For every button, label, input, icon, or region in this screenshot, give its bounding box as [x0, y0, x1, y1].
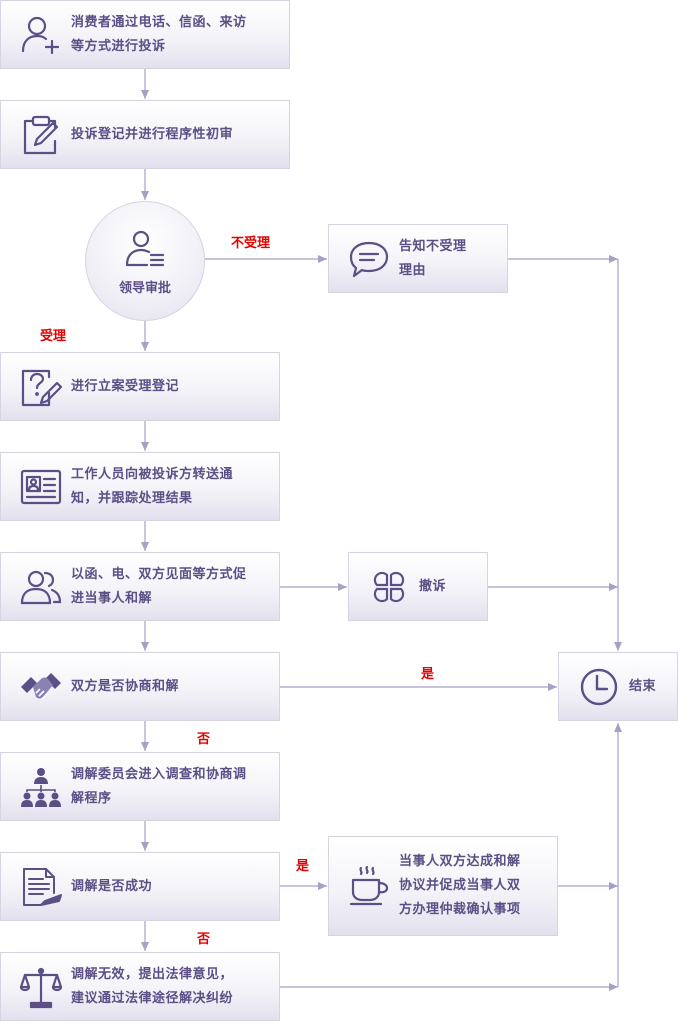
node-withdraw-line-1: 撤诉 — [419, 578, 447, 594]
user-list-icon — [123, 227, 167, 271]
node-success-line-1: 调解是否成功 — [71, 878, 153, 894]
org-chart-icon — [21, 767, 61, 807]
node-invalid-line-2: 建议通过法律途径解决纠纷 — [71, 990, 234, 1006]
node-reject-line-1: 告知不受理 — [399, 238, 467, 254]
scales-icon — [19, 965, 63, 1009]
node-agreement-line-1: 当事人双方达成和解 — [399, 854, 521, 869]
node-invalid: 调解无效，提出法律意见， 建议通过法律途径解决纠纷 — [0, 952, 280, 1021]
label-no-negotiate: 否 — [197, 732, 211, 747]
node-mediate-line-1: 以函、电、双方见面等方式促 — [71, 566, 247, 582]
node-register-line-1: 投诉登记并进行程序性初审 — [71, 126, 234, 142]
node-reject-line-2: 理由 — [399, 262, 427, 278]
node-negotiate: 双方是否协商和解 — [0, 652, 280, 721]
node-end-line-1: 结束 — [629, 678, 657, 694]
node-complaint: 消费者通过电话、信函、来访 等方式进行投诉 — [0, 0, 290, 69]
node-notify-line-1: 工作人员向被投诉方转送通 — [71, 466, 234, 482]
label-yes-success: 是 — [296, 859, 310, 874]
node-end: 结束 — [558, 652, 678, 721]
node-agreement-line-3: 方办理仲裁确认事项 — [399, 902, 521, 917]
document-pen-icon — [19, 865, 63, 909]
node-filing: 进行立案受理登记 — [0, 352, 280, 421]
user-add-icon — [19, 13, 63, 57]
id-card-icon — [19, 465, 63, 509]
coffee-cup-icon — [347, 864, 391, 908]
node-negotiate-line-1: 双方是否协商和解 — [71, 678, 180, 694]
label-yes-negotiate: 是 — [421, 667, 435, 682]
node-filing-line-1: 进行立案受理登记 — [71, 378, 180, 394]
node-success-check: 调解是否成功 — [0, 852, 280, 921]
node-agreement: 当事人双方达成和解 协议并促成当事人双 方办理仲裁确认事项 — [328, 836, 558, 936]
handshake-icon — [21, 672, 61, 709]
clover-icon — [367, 565, 411, 609]
node-complaint-line-1: 消费者通过电话、信函、来访 — [71, 14, 247, 30]
label-not-accepted: 不受理 — [231, 236, 271, 251]
users-icon — [19, 565, 63, 609]
node-complaint-line-2: 等方式进行投诉 — [71, 38, 166, 54]
node-reject-notice: 告知不受理 理由 — [328, 224, 508, 293]
node-notify-line-2: 知，并跟踪处理结果 — [71, 490, 193, 506]
node-withdraw: 撤诉 — [348, 552, 488, 621]
node-register: 投诉登记并进行程序性初审 — [0, 100, 290, 169]
node-committee: 调解委员会进入调查和协商调 解程序 — [0, 752, 280, 821]
node-notify: 工作人员向被投诉方转送通 知，并跟踪处理结果 — [0, 452, 280, 521]
speech-bubble-icon — [347, 237, 391, 281]
node-leader-label: 领导审批 — [118, 280, 171, 296]
label-accepted: 受理 — [40, 329, 67, 344]
node-committee-line-1: 调解委员会进入调查和协商调 — [71, 766, 247, 782]
node-committee-line-2: 解程序 — [71, 790, 112, 806]
label-no-success: 否 — [197, 932, 211, 947]
clock-icon — [577, 665, 621, 709]
question-edit-icon — [19, 365, 63, 409]
node-mediate: 以函、电、双方见面等方式促 进当事人和解 — [0, 552, 280, 621]
clipboard-edit-icon — [19, 113, 63, 157]
node-leader-approval: 领导审批 — [85, 201, 205, 321]
node-mediate-line-2: 进当事人和解 — [71, 590, 153, 606]
node-invalid-line-1: 调解无效，提出法律意见， — [71, 966, 234, 982]
node-agreement-line-2: 协议并促成当事人双 — [399, 878, 521, 893]
